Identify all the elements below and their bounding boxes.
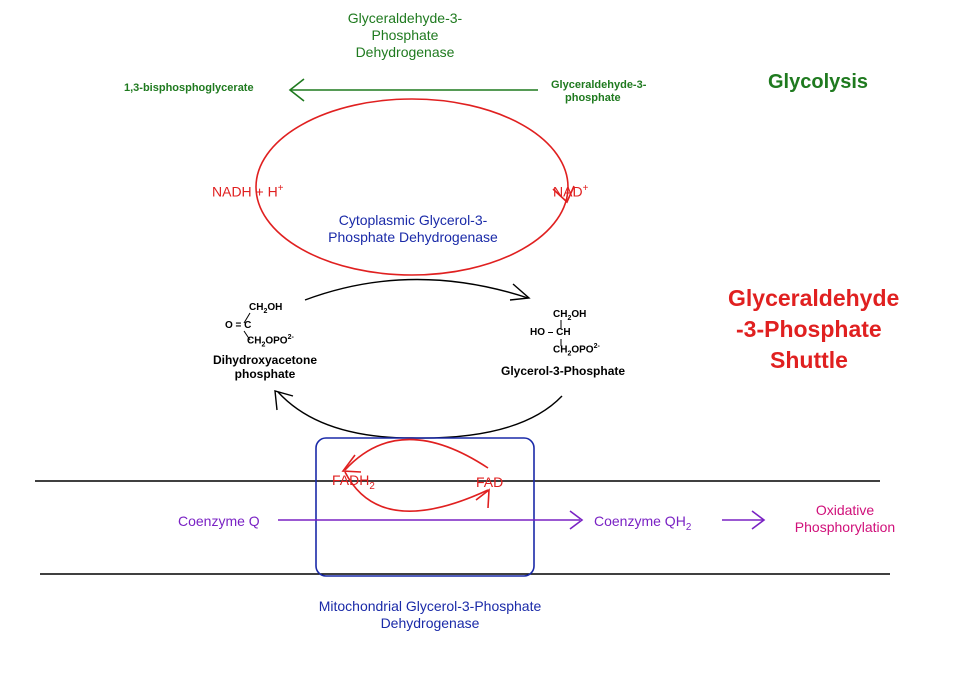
dhap-ch2oh-sub: 2 bbox=[263, 308, 268, 315]
g3p-line-2: phosphate bbox=[565, 92, 621, 105]
nad-text: NAD bbox=[553, 183, 583, 200]
dhap-ch2opo: CH2OPO2- bbox=[247, 334, 294, 350]
g3p-ch2opo-end: OPO bbox=[571, 344, 594, 356]
dhap-ch2opo-ch: CH bbox=[247, 335, 262, 347]
bisphosphoglycerate-label: 1,3-bisphosphoglycerate bbox=[124, 82, 254, 94]
coq-arrowhead bbox=[569, 510, 584, 530]
coqh2-sub: 2 bbox=[685, 521, 692, 533]
nad-cycle-ellipse bbox=[255, 98, 569, 276]
ox-phos-line-1: Oxidative bbox=[815, 502, 875, 518]
mito-enzyme-label: Mitochondrial Glycerol-3-Phosphate Dehyd… bbox=[280, 598, 580, 632]
nad-arrowhead bbox=[552, 185, 575, 204]
dhap-ch2oh-end: OH bbox=[267, 302, 283, 313]
nadh-charge: + bbox=[277, 183, 284, 194]
shuttle-title-line-1: Glyceraldehyde bbox=[728, 285, 900, 311]
g3p-hoch: HO – CH bbox=[530, 327, 571, 338]
dhap-bond-bottom bbox=[243, 330, 251, 341]
g3p-ch2opo-ch: CH bbox=[553, 344, 568, 356]
g3p-ch2oh-end: OH bbox=[571, 309, 587, 320]
mito-enzyme-line-2: Dehydrogenase bbox=[380, 614, 480, 631]
dhap-to-g3p-arc bbox=[304, 278, 529, 301]
mito-enzyme-box bbox=[315, 437, 535, 577]
enzyme-top-line-2: Phosphate bbox=[371, 26, 439, 43]
dhap-line-2: phosphate bbox=[234, 367, 296, 382]
dhap-keto: O = C bbox=[225, 320, 252, 331]
mito-enzyme-line-1: Mitochondrial Glycerol-3-Phosphate bbox=[318, 598, 542, 614]
dhap-charge: 2- bbox=[287, 334, 294, 341]
enzyme-top-line-1: Glyceraldehyde-3- bbox=[347, 10, 463, 26]
fad-arrowhead bbox=[475, 488, 490, 509]
cyto-enzyme-label: Cytoplasmic Glycerol-3- Phosphate Dehydr… bbox=[300, 212, 526, 246]
dhap-ch2oh: CH2OH bbox=[249, 302, 282, 316]
shuttle-title: Glyceraldehyde -3-Phosphate Shuttle bbox=[728, 283, 899, 376]
dhap-ch2oh-ch: CH bbox=[249, 302, 264, 313]
oxidative-phosphorylation-label: Oxidative Phosphorylation bbox=[780, 502, 910, 536]
coenzyme-qh2-label: Coenzyme QH2 bbox=[594, 513, 691, 534]
g3p-dehydrogenase-label: Glyceraldehyde-3- Phosphate Dehydrogenas… bbox=[330, 10, 480, 60]
dhap-label: Dihydroxyacetone phosphate bbox=[200, 353, 330, 382]
glycerol3p-label: Glycerol-3-Phosphate bbox=[501, 364, 626, 378]
g3p-substrate-label: Glyceraldehyde-3- phosphate bbox=[551, 79, 646, 105]
g3p-line-1: Glyceraldehyde-3- bbox=[551, 79, 647, 91]
qh2-arrowhead bbox=[751, 510, 766, 530]
cyto-enzyme-line-1: Cytoplasmic Glycerol-3- bbox=[338, 212, 488, 228]
dhap-line-1: Dihydroxyacetone bbox=[212, 353, 318, 367]
ox-phos-line-2: Phosphorylation bbox=[794, 518, 896, 535]
g3p-ch2oh-ch: CH bbox=[553, 309, 568, 320]
dhap-to-g3p-arrowhead bbox=[509, 283, 531, 301]
cyto-enzyme-line-2: Phosphate Dehydrogenase bbox=[328, 228, 498, 245]
nadh-label: NADH + H+ bbox=[212, 183, 283, 200]
fadh2-text: FADH bbox=[332, 472, 370, 488]
enzyme-top-line-3: Dehydrogenase bbox=[355, 43, 455, 60]
coqh2-text: Coenzyme QH bbox=[594, 513, 686, 529]
glycolysis-arrowhead bbox=[288, 78, 305, 102]
nad-label: NAD+ bbox=[553, 183, 588, 200]
shuttle-title-line-3: Shuttle bbox=[770, 347, 848, 374]
fad-cycle-upper bbox=[344, 438, 489, 471]
fadh2-sub: 2 bbox=[369, 480, 375, 492]
fad-label: FAD bbox=[476, 474, 504, 490]
g3p-ch2oh: CH2OH bbox=[553, 309, 586, 323]
coenzyme-q-label: Coenzyme Q bbox=[178, 513, 260, 529]
dhap-ch2opo-sub: 2 bbox=[261, 341, 266, 349]
nadh-text: NADH + H bbox=[212, 183, 278, 200]
shuttle-title-line-2: -3-Phosphate bbox=[736, 316, 882, 343]
fadh2-arrowhead bbox=[341, 454, 362, 473]
g3p-ch2opo-sub: 2 bbox=[567, 350, 572, 358]
dhap-bond-top bbox=[243, 312, 251, 324]
dhap-ch2opo-end: OPO bbox=[265, 335, 288, 347]
g3p-ch2oh-sub: 2 bbox=[567, 315, 572, 322]
nad-charge: + bbox=[582, 183, 589, 194]
fad-cycle-lower bbox=[344, 471, 489, 512]
g3p-to-dhap-arc bbox=[277, 391, 563, 439]
fadh2-label: FADH2 bbox=[332, 472, 375, 493]
g3p-charge: 2- bbox=[593, 343, 600, 350]
g3p-ch2opo: CH2OPO2- bbox=[553, 343, 600, 359]
g3p-to-dhap-arrowhead bbox=[274, 390, 294, 411]
glycolysis-label: Glycolysis bbox=[768, 71, 869, 93]
